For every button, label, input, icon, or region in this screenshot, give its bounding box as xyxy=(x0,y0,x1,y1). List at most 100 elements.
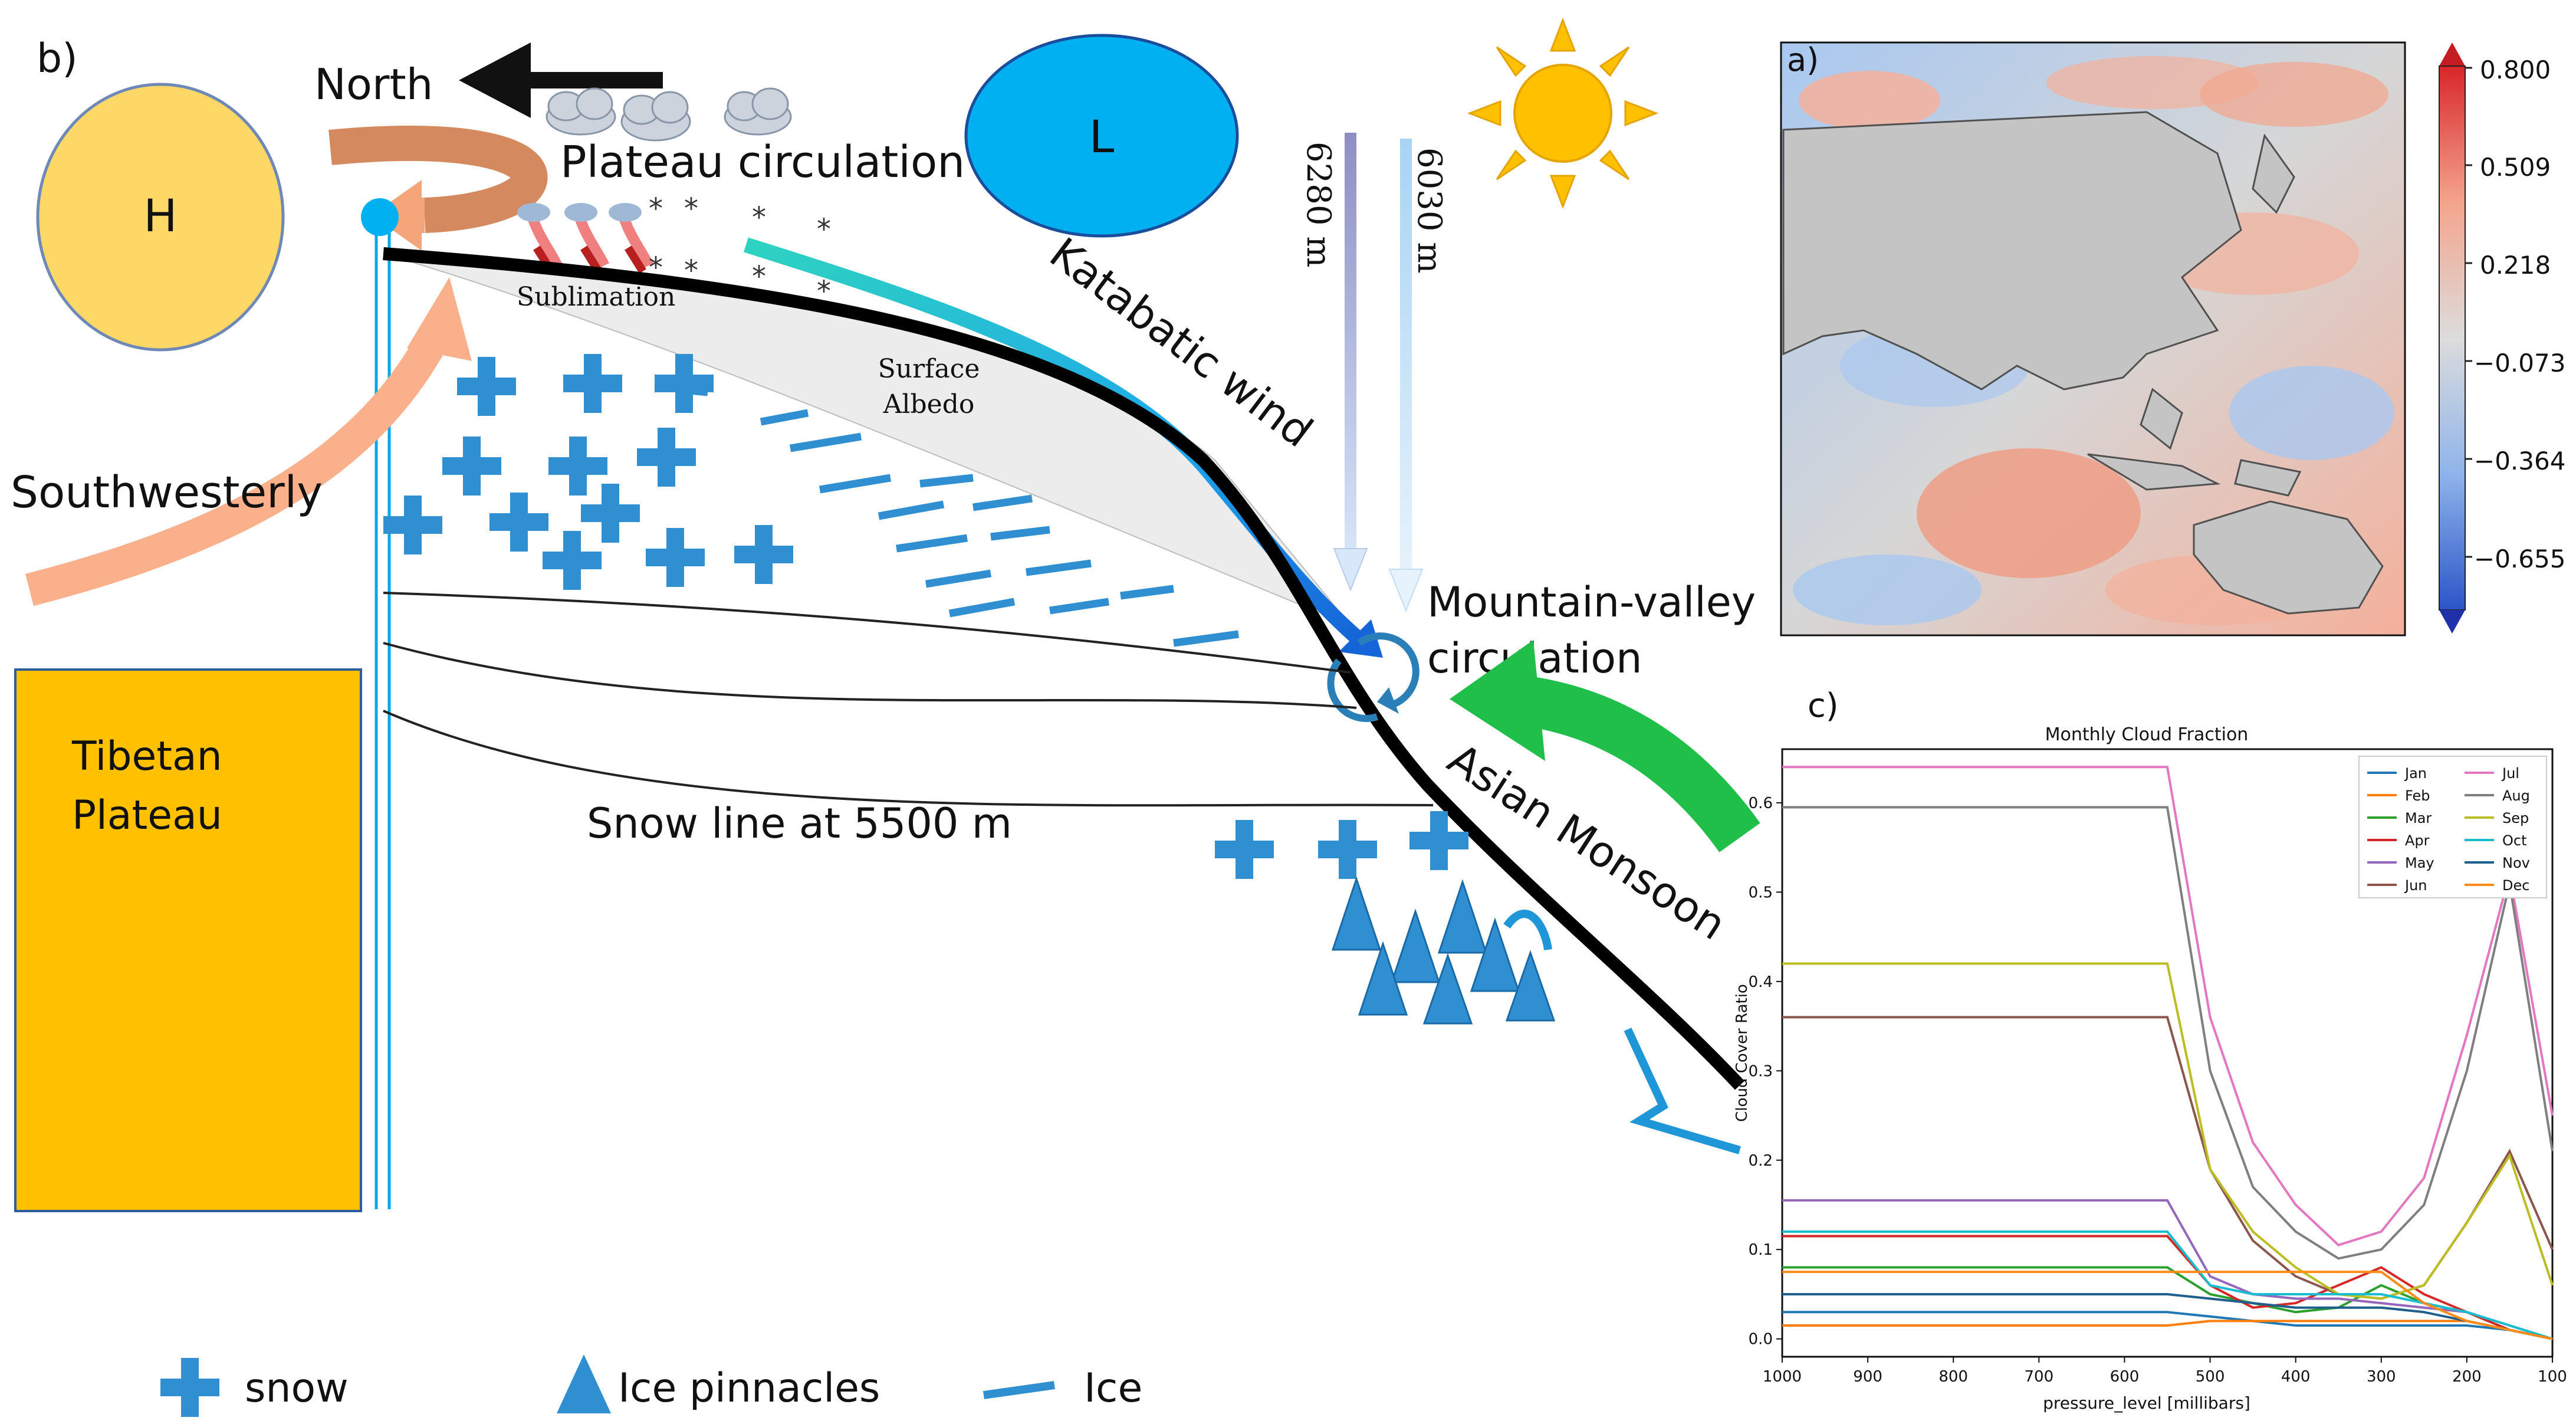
x-axis-label: pressure_level [millibars] xyxy=(2043,1393,2250,1413)
y-tick-label: 0.5 xyxy=(1749,884,1773,901)
sublimation-label: Sublimation xyxy=(517,282,675,312)
x-tick-label: 300 xyxy=(2367,1368,2396,1386)
colorbar-tick-3: −0.073 xyxy=(2474,349,2565,378)
x-tick-label: 500 xyxy=(2196,1368,2225,1386)
panel-c-label: c) xyxy=(1808,687,1839,725)
north-arrow-icon xyxy=(459,42,663,118)
y-tick-label: 0.3 xyxy=(1749,1062,1773,1080)
height-6030-label: 6030 m xyxy=(1410,147,1448,273)
legend-label-nov: Nov xyxy=(2502,855,2530,871)
high-pressure-label: H xyxy=(143,189,177,242)
tibetan-plateau-label-2: Plateau xyxy=(72,792,222,839)
legend-ice-label: Ice xyxy=(1084,1365,1142,1412)
plateau-circulation-arrow-icon xyxy=(328,126,548,251)
snow-line-label: Snow line at 5500 m xyxy=(587,799,1012,848)
series-line-aug xyxy=(1782,806,2554,1260)
svg-text:*: * xyxy=(649,192,663,225)
chart-series xyxy=(1782,766,2554,1340)
plateau-circulation-label: Plateau circulation xyxy=(560,137,965,188)
colorbar: 0.800 0.509 0.218 −0.073 −0.364 −0.655 xyxy=(2439,42,2565,634)
legend-label-aug: Aug xyxy=(2502,788,2530,804)
legend-label-jun: Jun xyxy=(2404,877,2427,894)
series-line-jul xyxy=(1782,766,2554,1246)
legend-label-may: May xyxy=(2405,855,2434,871)
southwesterly-arrow-icon xyxy=(25,277,472,606)
svg-text:*: * xyxy=(817,213,831,246)
colorbar-tick-4: −0.364 xyxy=(2474,447,2565,475)
map-landmasses xyxy=(1782,111,2384,615)
ice-dash-icons xyxy=(678,385,1239,647)
height-6030-arrow-icon xyxy=(1388,139,1424,612)
legend-label-jan: Jan xyxy=(2404,765,2427,782)
legend-snow-icon xyxy=(160,1358,219,1417)
series-line-jan xyxy=(1782,1311,2553,1340)
y-tick-label: 0.0 xyxy=(1749,1331,1773,1348)
x-tick-label: 600 xyxy=(2110,1368,2140,1386)
tibetan-plateau-label-1: Tibetan xyxy=(71,733,222,780)
low-pressure-label: L xyxy=(1089,110,1114,163)
legend: snow Ice pinnacles Ice xyxy=(160,1354,1142,1417)
legend-snow-label: snow xyxy=(245,1365,349,1412)
series-line-dec xyxy=(1782,1271,2553,1340)
glacier-surface-line xyxy=(383,247,1745,1090)
meltwater-flow-icon xyxy=(1503,910,1552,951)
svg-text:*: * xyxy=(752,260,766,293)
height-6280-arrow-icon xyxy=(1333,133,1368,592)
surface-albedo-label-2: Albedo xyxy=(883,389,975,419)
north-label: North xyxy=(314,60,433,109)
surface-albedo-label-1: Surface xyxy=(878,354,980,384)
asian-monsoon-arrow-icon xyxy=(1450,640,1760,852)
glacier-outflow-icon xyxy=(1624,1028,1741,1154)
svg-text:*: * xyxy=(684,192,698,225)
chart-title: Monthly Cloud Fraction xyxy=(2045,724,2249,745)
legend-label-oct: Oct xyxy=(2502,832,2527,849)
panel-a-label: a) xyxy=(1787,41,1819,78)
chart-legend-box xyxy=(2358,756,2547,898)
y-axis-label: Cloud Cover Ratio xyxy=(1733,984,1751,1122)
panel-c-chart: c) Monthly Cloud Fraction 0.00.10.20.30.… xyxy=(1733,687,2567,1413)
legend-label-dec: Dec xyxy=(2502,877,2529,894)
mountain-valley-circulation-icon xyxy=(1327,632,1420,722)
colorbar-tick-2: 0.218 xyxy=(2480,251,2551,280)
sublimation-plume-icons xyxy=(517,203,654,274)
tibetan-plateau-box xyxy=(14,668,362,1212)
x-tick-label: 800 xyxy=(1938,1368,1968,1386)
panel-b-label: b) xyxy=(37,35,78,82)
x-tick-label: 400 xyxy=(2281,1368,2311,1386)
x-tick-label: 900 xyxy=(1853,1368,1882,1386)
panel-a: a) 0.800 0.509 0.218 −0.073 −0.364 −0.65… xyxy=(1780,41,2565,636)
x-tick-label: 200 xyxy=(2452,1368,2482,1386)
y-axis: 0.0 0.1 0.2 0.3 0.4 0.5 0.6 xyxy=(1749,795,1782,1348)
series-line-oct xyxy=(1782,1230,2553,1340)
height-6280-label: 6280 m xyxy=(1299,142,1338,267)
x-tick-label: 100 xyxy=(2538,1368,2567,1386)
svg-text:*: * xyxy=(752,201,766,234)
panel-b: b) H North Plateau circulation L xyxy=(11,17,1760,1417)
y-tick-label: 0.4 xyxy=(1749,973,1773,991)
legend-ice-pinnacle-icon xyxy=(557,1354,611,1413)
sun-icon xyxy=(1467,17,1659,209)
legend-label-mar: Mar xyxy=(2405,810,2432,826)
high-pressure-ellipse xyxy=(36,83,285,352)
y-tick-label: 0.2 xyxy=(1749,1152,1773,1170)
x-tick-label: 1000 xyxy=(1763,1368,1802,1386)
colorbar-tick-0: 0.800 xyxy=(2480,55,2551,84)
cloud-icons xyxy=(546,87,792,142)
layer-lines xyxy=(383,592,1434,807)
low-pressure-ellipse xyxy=(964,34,1239,238)
observation-mast xyxy=(361,198,399,1209)
legend-label-feb: Feb xyxy=(2405,788,2430,804)
y-tick-label: 0.6 xyxy=(1749,795,1773,812)
legend-label-sep: Sep xyxy=(2502,810,2529,826)
legend-label-apr: Apr xyxy=(2405,832,2430,849)
snow-cross-icons xyxy=(383,354,1468,879)
colorbar-tick-5: −0.655 xyxy=(2474,544,2565,573)
mountain-valley-label-1: Mountain-valley xyxy=(1427,578,1756,626)
legend-label-jul: Jul xyxy=(2501,765,2519,782)
y-tick-label: 0.1 xyxy=(1749,1241,1773,1259)
legend-ice-pinnacles-label: Ice pinnacles xyxy=(618,1365,880,1412)
ice-pinnacle-icons xyxy=(1331,876,1556,1025)
colorbar-tick-1: 0.509 xyxy=(2480,153,2551,182)
